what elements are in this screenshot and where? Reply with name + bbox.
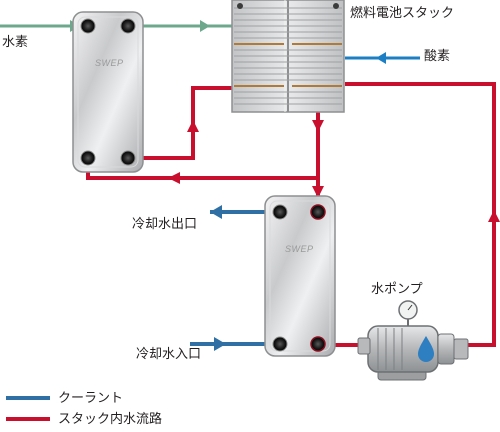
coolant-inlet-label: 冷却水入口 — [136, 347, 202, 362]
legend-label-stack-water: スタック内水流路 — [58, 412, 163, 427]
hydrogen-arrow-2 — [200, 20, 210, 32]
water-pump-label: 水ポンプ — [371, 282, 423, 297]
coolant-outlet-label: 冷却水出口 — [132, 217, 198, 232]
water-arrow-down-2 — [312, 186, 324, 198]
water-arrow-down-1 — [312, 120, 324, 132]
coolant-outlet-arrow — [210, 205, 222, 219]
water-drop-icon — [418, 336, 434, 362]
oxygen-label: 酸素 — [424, 49, 451, 64]
fuel-cell-stack — [231, 0, 345, 113]
lower-heat-exchanger: SWEP — [264, 195, 336, 357]
fuel-cell-stack-label: 燃料電池スタック — [350, 6, 455, 21]
water-arrow-left — [168, 172, 180, 184]
water-pump — [357, 300, 469, 381]
legend-label-coolant: クーラント — [58, 391, 124, 406]
water-arrow-up-right — [488, 210, 500, 222]
water-arrow-up-left — [187, 120, 199, 132]
oxygen-arrow — [376, 52, 386, 64]
hydrogen-label: 水素 — [2, 35, 29, 50]
upper-exchanger-logo: SWEP — [95, 58, 124, 68]
coolant-inlet-arrow — [214, 337, 226, 351]
lower-exchanger-logo: SWEP — [285, 244, 314, 254]
upper-heat-exchanger: SWEP — [72, 11, 144, 173]
